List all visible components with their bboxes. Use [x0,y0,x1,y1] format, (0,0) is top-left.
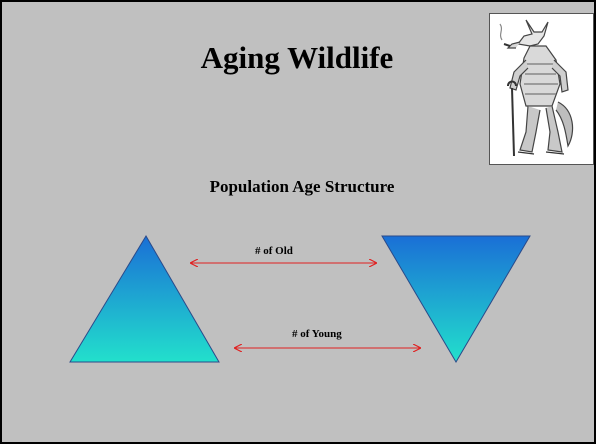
young-count-label: # of Young [292,328,342,340]
old-count-label: # of Old [255,245,293,257]
old-population-pyramid [382,236,530,362]
young-population-pyramid [70,236,219,362]
